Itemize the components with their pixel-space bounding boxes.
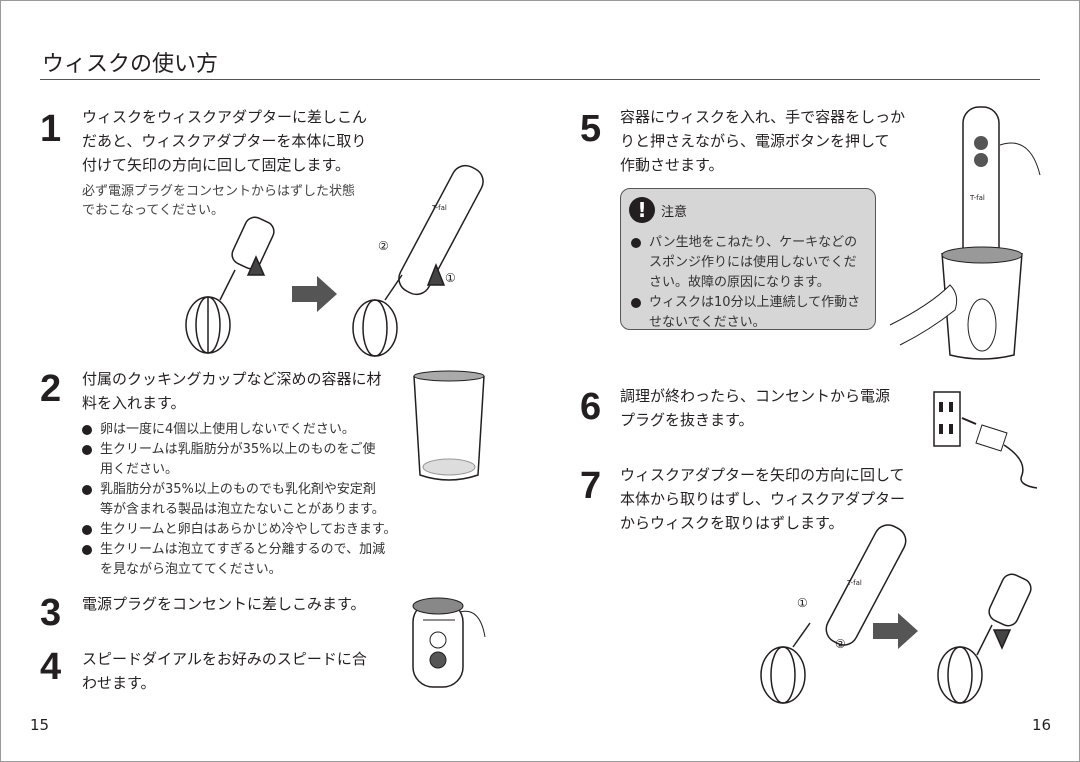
step-5-illustration: T-fal xyxy=(889,106,1041,360)
caution-bullets: パン生地をこねたり、ケーキなどのスポンジ作りには使用しないでください。故障の原因… xyxy=(631,233,860,333)
step-7-number: 7 xyxy=(580,465,602,507)
speed-dial-illustration xyxy=(412,597,486,688)
caution-box: ! 注意 パン生地をこねたり、ケーキなどのスポンジ作りには使用しないでください。故… xyxy=(620,188,876,330)
svg-text:②: ② xyxy=(835,637,846,651)
page-title: ウィスクの使い方 xyxy=(42,52,219,77)
bullet-item: ウィスクは10分以上連続して作動させないでください。 xyxy=(631,293,860,333)
bullet-item: 生クリームは泡立てすぎると分離するので、加減を見ながら泡立ててください。 xyxy=(82,540,397,580)
step-5-text: 容器にウィスクを入れ、手で容器をしっかりと押さえながら、電源ボタンを押して作動さ… xyxy=(620,108,906,174)
cup-illustration xyxy=(413,370,485,481)
step-3-text: 電源プラグをコンセントに差しこみます。 xyxy=(82,595,366,613)
step-2-bullets: 卵は一度に4個以上使用しないでください。 生クリームは乳脂肪分が35%以上のもの… xyxy=(82,420,397,580)
step-2-number: 2 xyxy=(40,368,62,410)
step-7-illustration: T-fal ① ② xyxy=(760,524,1032,704)
step-1-illustration: T-fal ② ① xyxy=(185,164,484,357)
svg-text:T-fal: T-fal xyxy=(846,579,862,587)
svg-text:T-fal: T-fal xyxy=(969,194,985,202)
caution-heading: 注意 xyxy=(661,204,688,220)
bullet-item: 乳脂肪分が35%以上のものでも乳化剤や安定剤等が含まれる製品は泡立たないことがあ… xyxy=(82,480,397,520)
step-1-text: ウィスクをウィスクアダプターに差しこんだあと、ウィスクアダプターを本体に取り付け… xyxy=(82,108,368,174)
step-6-number: 6 xyxy=(580,386,602,428)
outlet-plug-illustration xyxy=(933,391,1038,489)
step-7-text: ウィスクアダプターを矢印の方向に回して本体から取りはずし、ウィスクアダプターから… xyxy=(620,466,906,532)
step-6-text: 調理が終わったら、コンセントから電源プラグを抜きます。 xyxy=(620,387,891,429)
page-number-left: 15 xyxy=(30,716,50,734)
exclamation-icon: ! xyxy=(629,197,655,223)
bullet-item: 卵は一度に4個以上使用しないでください。 xyxy=(82,420,397,440)
svg-text:T-fal: T-fal xyxy=(431,204,447,212)
step-2-text: 付属のクッキングカップなど深めの容器に材料を入れます。 xyxy=(82,370,382,412)
step-5-number: 5 xyxy=(580,108,602,150)
svg-text:①: ① xyxy=(797,596,808,610)
step-4-number: 4 xyxy=(40,646,62,688)
step-1-number: 1 xyxy=(40,108,62,150)
label-one: ① xyxy=(445,271,456,285)
bullet-item: パン生地をこねたり、ケーキなどのスポンジ作りには使用しないでください。故障の原因… xyxy=(631,233,860,293)
step-3-number: 3 xyxy=(40,592,62,634)
label-two: ② xyxy=(378,239,389,253)
title-divider xyxy=(40,79,1040,80)
bullet-item: 生クリームは乳脂肪分が35%以上のものをご使用ください。 xyxy=(82,440,397,480)
step-1-note: 必ず電源プラグをコンセントからはずした状態でおこなってください。 xyxy=(82,184,356,218)
bullet-item: 生クリームと卵白はあらかじめ冷やしておきます。 xyxy=(82,520,397,540)
page-number-right: 16 xyxy=(1032,716,1052,734)
step-4-text: スピードダイアルをお好みのスピードに合わせます。 xyxy=(82,650,367,692)
